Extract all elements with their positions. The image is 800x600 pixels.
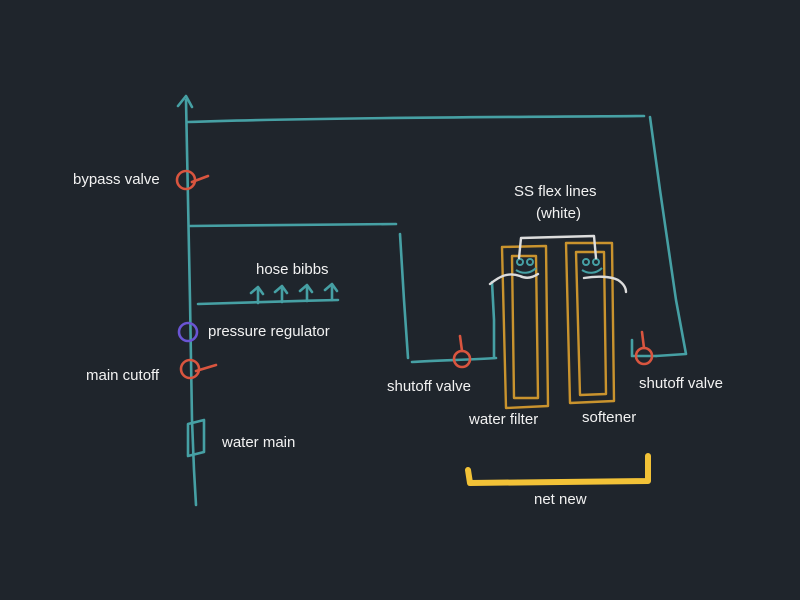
shutoff-valve-left-symbol [452,334,472,369]
shutoff-valve-left-label: shutoff valve [387,378,471,395]
softener-ports [581,258,603,274]
water-filter-label: water filter [469,411,539,428]
net-new-label: net new [534,491,587,508]
main-cutoff-symbol [179,358,218,380]
hose-bibbs-label: hose bibbs [256,261,329,278]
filter-ports [515,258,537,274]
hose-bibb [298,283,314,303]
shutoff-valve-right-symbol [634,330,654,366]
water-main-label: water main [222,434,296,451]
hose-bibbs-line [196,282,340,306]
ss-flex-lines-label: SS flex lines [514,183,597,200]
bypass-loop-pipe [186,114,688,358]
softener-tank [564,241,616,405]
ss-flex-lines-note: (white) [536,205,582,222]
bypass-valve-symbol [175,169,210,191]
softener-label: softener [582,409,637,426]
water-filter-tank [500,244,550,410]
hose-bibb [273,284,289,304]
hose-bibb [323,282,339,302]
hose-bibb [249,285,265,305]
branch-pipe [188,222,498,364]
water-main-meter [186,418,206,458]
ss-flex-lines [488,234,628,294]
main-cutoff-label: main cutoff [86,367,160,384]
pressure-regulator-label: pressure regulator [208,323,330,340]
net-new-bracket [465,453,651,486]
shutoff-valve-right-label: shutoff valve [639,375,723,392]
bypass-valve-label: bypass valve [73,171,160,188]
pressure-regulator-symbol [177,321,199,343]
